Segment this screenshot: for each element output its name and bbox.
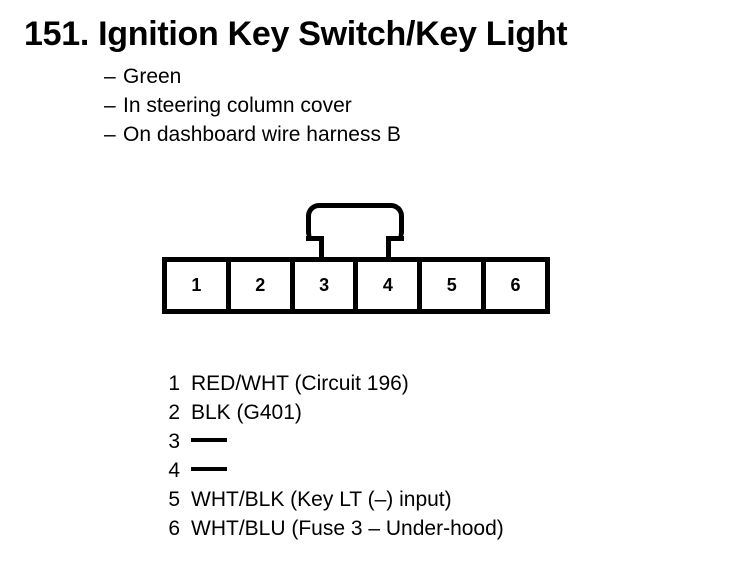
pin-legend: 1 RED/WHT (Circuit 196) 2 BLK (G401) 3 4… <box>160 369 504 543</box>
connector-latch-leg-right <box>386 236 391 258</box>
legend-row: 4 <box>160 456 504 485</box>
attribute-item: – In steering column cover <box>104 91 401 120</box>
legend-pin-empty-dash-icon <box>191 438 227 442</box>
attribute-list: – Green – In steering column cover – On … <box>104 62 401 149</box>
legend-pin-empty-dash-icon <box>191 467 227 471</box>
legend-row: 1 RED/WHT (Circuit 196) <box>160 369 504 398</box>
legend-pin-description: RED/WHT (Circuit 196) <box>191 372 409 395</box>
page-title: 151. Ignition Key Switch/Key Light <box>24 15 568 53</box>
connector-latch-shoulder-right <box>391 236 404 241</box>
legend-row: 3 <box>160 427 504 456</box>
connector-pin-6: 6 <box>510 275 521 295</box>
attribute-item: – Green <box>104 62 401 91</box>
connector-diagram: 1 2 3 4 5 6 <box>160 203 552 315</box>
bullet-dash-icon: – <box>104 123 116 146</box>
attribute-item: – On dashboard wire harness B <box>104 120 401 149</box>
attribute-label: In steering column cover <box>123 94 352 117</box>
legend-pin-number: 5 <box>168 488 180 511</box>
legend-pin-description: BLK (G401) <box>191 401 302 424</box>
attribute-label: Green <box>123 65 182 88</box>
connector-pin-4: 4 <box>358 262 423 309</box>
connector-pin-2: 2 <box>231 262 295 309</box>
connector-pin-3: 3 <box>295 262 359 309</box>
connector-pin-1: 1 <box>167 262 231 309</box>
legend-pin-number: 3 <box>168 430 180 453</box>
connector-latch-leg-left <box>319 236 324 258</box>
legend-pin-description: WHT/BLU (Fuse 3 – Under-hood) <box>191 517 504 540</box>
connector-latch-shoulder-left <box>306 236 319 241</box>
legend-row: 6 WHT/BLU (Fuse 3 – Under-hood) <box>160 514 504 543</box>
connector-latch-icon <box>306 203 404 241</box>
legend-pin-number: 2 <box>168 401 180 424</box>
bullet-dash-icon: – <box>104 94 116 117</box>
bullet-dash-icon: – <box>104 65 116 88</box>
legend-pin-number: 6 <box>168 517 180 540</box>
legend-row: 5 WHT/BLK (Key LT (–) input) <box>160 485 504 514</box>
connector-body: 1 2 3 4 5 6 <box>162 257 550 314</box>
legend-pin-number: 4 <box>168 459 180 482</box>
legend-pin-description: WHT/BLK (Key LT (–) input) <box>191 488 452 511</box>
legend-pin-number: 1 <box>168 372 180 395</box>
legend-row: 2 BLK (G401) <box>160 398 504 427</box>
attribute-label: On dashboard wire harness B <box>123 123 401 146</box>
connector-pin-5: 5 <box>422 262 487 309</box>
